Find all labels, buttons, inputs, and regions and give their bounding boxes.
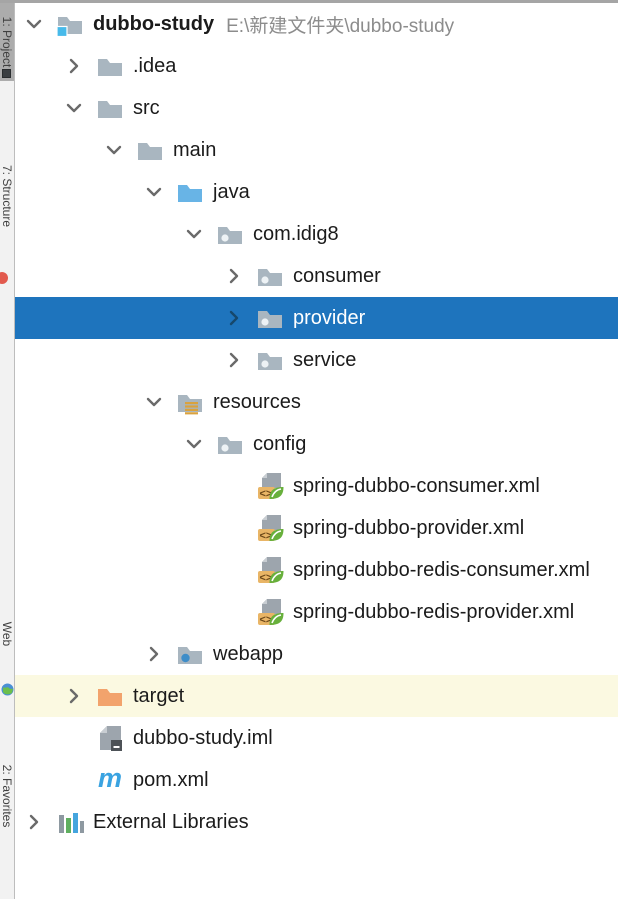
stripe-tab-structure-label: 7: Structure [0, 164, 14, 227]
package-folder-icon [216, 220, 244, 248]
tree-row-spring-dubbo-redis-consumer-xml[interactable]: <> spring-dubbo-redis-consumer.xml [15, 549, 618, 591]
svg-text:<>: <> [260, 488, 273, 500]
tree-row-external-libraries[interactable]: External Libraries [15, 801, 618, 843]
chevron-spacer [64, 728, 84, 748]
error-badge-dot-icon [0, 272, 8, 284]
tree-row-spring-dubbo-provider-xml[interactable]: <> spring-dubbo-provider.xml [15, 507, 618, 549]
tree-row-webapp[interactable]: webapp [15, 633, 618, 675]
stripe-tab-project-label: 1: Project [0, 16, 14, 68]
excluded-folder-icon [96, 682, 124, 710]
svg-text:<>: <> [260, 614, 273, 626]
tree-row-label: .idea [133, 54, 177, 77]
tree-row-label: service [293, 348, 357, 371]
svg-text:<>: <> [260, 530, 273, 542]
tree-row-label: spring-dubbo-consumer.xml [293, 474, 540, 497]
tree-row-label: pom.xml [133, 768, 209, 791]
tree-row-spring-dubbo-consumer-xml[interactable]: <> spring-dubbo-consumer.xml [15, 465, 618, 507]
chevron-right-icon[interactable] [224, 266, 244, 286]
tree-row-label: spring-dubbo-redis-consumer.xml [293, 558, 590, 581]
tree-row-label: config [253, 432, 307, 455]
spring-xml-file-icon: <> [256, 514, 284, 542]
tree-row-label: webapp [213, 642, 284, 665]
chevron-down-icon[interactable] [24, 14, 44, 34]
tree-row-label: target [133, 684, 185, 707]
tree-row-label: resources [213, 390, 301, 413]
chevron-spacer [224, 602, 244, 622]
chevron-down-icon[interactable] [184, 224, 204, 244]
tree-row-label: External Libraries [93, 810, 249, 833]
chevron-spacer [64, 770, 84, 790]
chevron-right-icon[interactable] [224, 308, 244, 328]
stripe-tab-web[interactable]: Web [0, 598, 14, 670]
maven-icon: m [97, 763, 122, 793]
tree-row-dubbo-study-iml[interactable]: dubbo-study.iml [15, 717, 618, 759]
chevron-down-icon[interactable] [64, 98, 84, 118]
chevron-right-icon[interactable] [224, 350, 244, 370]
project-folder-icon [56, 10, 84, 38]
package-folder-icon [256, 262, 284, 290]
tool-window-stripe: 1: Project 7: Structure Web 2: Favorites [0, 3, 15, 899]
top-divider-bar [0, 0, 618, 3]
tree-row-provider[interactable]: provider [15, 297, 618, 339]
tree-row-label: consumer [293, 264, 381, 287]
tree-row-consumer[interactable]: consumer [15, 255, 618, 297]
package-folder-icon [256, 346, 284, 374]
tree-row-label: provider [293, 306, 366, 329]
project-tab-mini-icon [2, 69, 11, 78]
chevron-spacer [224, 518, 244, 538]
globe-icon [1, 683, 14, 701]
spring-xml-file-icon: <> [256, 598, 284, 626]
spring-xml-file-icon: <> [256, 556, 284, 584]
package-folder-icon [216, 430, 244, 458]
tree-row-main[interactable]: main [15, 129, 618, 171]
tree-row-label: com.idig8 [253, 222, 339, 245]
tree-row-label: main [173, 138, 217, 161]
spring-xml-file-icon: <> [256, 472, 284, 500]
stripe-tab-favorites[interactable]: 2: Favorites [0, 743, 14, 848]
tree-row-spring-dubbo-redis-provider-xml[interactable]: <> spring-dubbo-redis-provider.xml [15, 591, 618, 633]
chevron-down-icon[interactable] [104, 140, 124, 160]
chevron-down-icon[interactable] [144, 392, 164, 412]
stripe-tab-web-label: Web [0, 621, 14, 647]
tree-row-label: dubbo-study.iml [133, 726, 273, 749]
tree-row-label: spring-dubbo-provider.xml [293, 516, 525, 539]
tree-row-com-idig8[interactable]: com.idig8 [15, 213, 618, 255]
webapp-folder-icon [176, 640, 204, 668]
tree-row-src[interactable]: src [15, 87, 618, 129]
tree-row-label: java [213, 180, 250, 203]
folder-icon [96, 94, 124, 122]
tree-row-target[interactable]: target [15, 675, 618, 717]
tree-row-label: src [133, 96, 160, 119]
tree-row--idea[interactable]: .idea [15, 45, 618, 87]
tree-row-label: dubbo-study [93, 12, 215, 35]
tree-row-resources[interactable]: resources [15, 381, 618, 423]
tree-row-dubbo-study[interactable]: dubbo-study E:\新建文件夹\dubbo-study [15, 3, 618, 45]
tree-row-java[interactable]: java [15, 171, 618, 213]
stripe-tab-project[interactable]: 1: Project [0, 3, 14, 81]
chevron-down-icon[interactable] [144, 182, 164, 202]
tree-row-pom-xml[interactable]: m pom.xml [15, 759, 618, 801]
tree-row-label: spring-dubbo-redis-provider.xml [293, 600, 575, 623]
chevron-right-icon[interactable] [64, 686, 84, 706]
stripe-tab-favorites-label: 2: Favorites [0, 764, 14, 827]
package-folder-icon [256, 304, 284, 332]
tree-row-config[interactable]: config [15, 423, 618, 465]
java-source-folder-icon [176, 178, 204, 206]
project-tree: dubbo-study E:\新建文件夹\dubbo-study .idea sr… [15, 3, 618, 843]
tree-row-service[interactable]: service [15, 339, 618, 381]
folder-icon [96, 52, 124, 80]
chevron-spacer [224, 560, 244, 580]
resources-folder-icon [176, 388, 204, 416]
chevron-spacer [224, 476, 244, 496]
chevron-right-icon[interactable] [24, 812, 44, 832]
svg-text:<>: <> [260, 572, 273, 584]
chevron-right-icon[interactable] [64, 56, 84, 76]
folder-icon [136, 136, 164, 164]
iml-file-icon [96, 724, 124, 752]
external-libraries-icon [56, 808, 84, 836]
chevron-down-icon[interactable] [184, 434, 204, 454]
stripe-tab-structure[interactable]: 7: Structure [0, 98, 14, 293]
project-path: E:\新建文件夹\dubbo-study [226, 15, 455, 37]
chevron-right-icon[interactable] [144, 644, 164, 664]
